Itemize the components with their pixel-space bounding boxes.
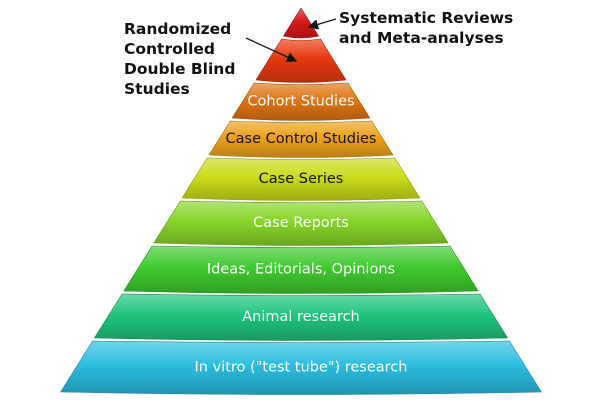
rct-callout-line: Randomized [124,20,232,38]
pyramid-tier: Animal research [93,293,509,341]
pyramid-tier-label: Case Reports [253,215,349,231]
rct-callout-line: Double Blind [124,60,236,78]
pyramid-tier-shape [93,293,509,341]
systematic-callout-line: Systematic Reviews [339,9,514,27]
pyramid-tier-shape [181,157,421,201]
pyramid-tier-label: Animal research [242,309,360,325]
pyramid-tier-shape [123,245,479,294]
pyramid-tier-shape [208,120,394,158]
pyramid-tier-label: Case Control Studies [226,131,377,147]
pyramid-tier: Case Series [181,157,421,201]
pyramid-tier-label: Cohort Studies [247,94,354,110]
pyramid-tier: Case Reports [153,200,449,246]
pyramid-tier [255,38,347,83]
pyramid-tier [282,7,320,39]
pyramid-tier-label: Case Series [259,171,344,187]
pyramid-tier: Cohort Studies [231,82,371,121]
pyramid-tier-shape [153,200,449,246]
systematic-callout-line: and Meta-analyses [339,29,504,47]
pyramid-tier-shape [282,7,320,39]
rct-callout-line: Controlled [124,40,215,58]
pyramid-tier: In vitro ("test tube") research [60,340,542,395]
pyramid-tier: Ideas, Editorials, Opinions [123,245,479,294]
pyramid-tier-shape [60,340,542,395]
rct-callout-line: Studies [124,80,190,98]
rct-callout-arrow [245,37,298,62]
pyramid-tier-label: Ideas, Editorials, Opinions [207,262,395,278]
pyramid-tier-shape [255,38,347,83]
pyramid-tier: Case Control Studies [208,120,394,158]
rct-callout: Randomized Controlled Double Blind Studi… [124,19,235,99]
systematic-callout-arrow [307,18,337,30]
pyramid-tier-shape [231,82,371,121]
systematic-reviews-callout: Systematic Reviews and Meta-analyses [339,8,513,48]
pyramid-tier-label: In vitro ("test tube") research [195,360,408,376]
